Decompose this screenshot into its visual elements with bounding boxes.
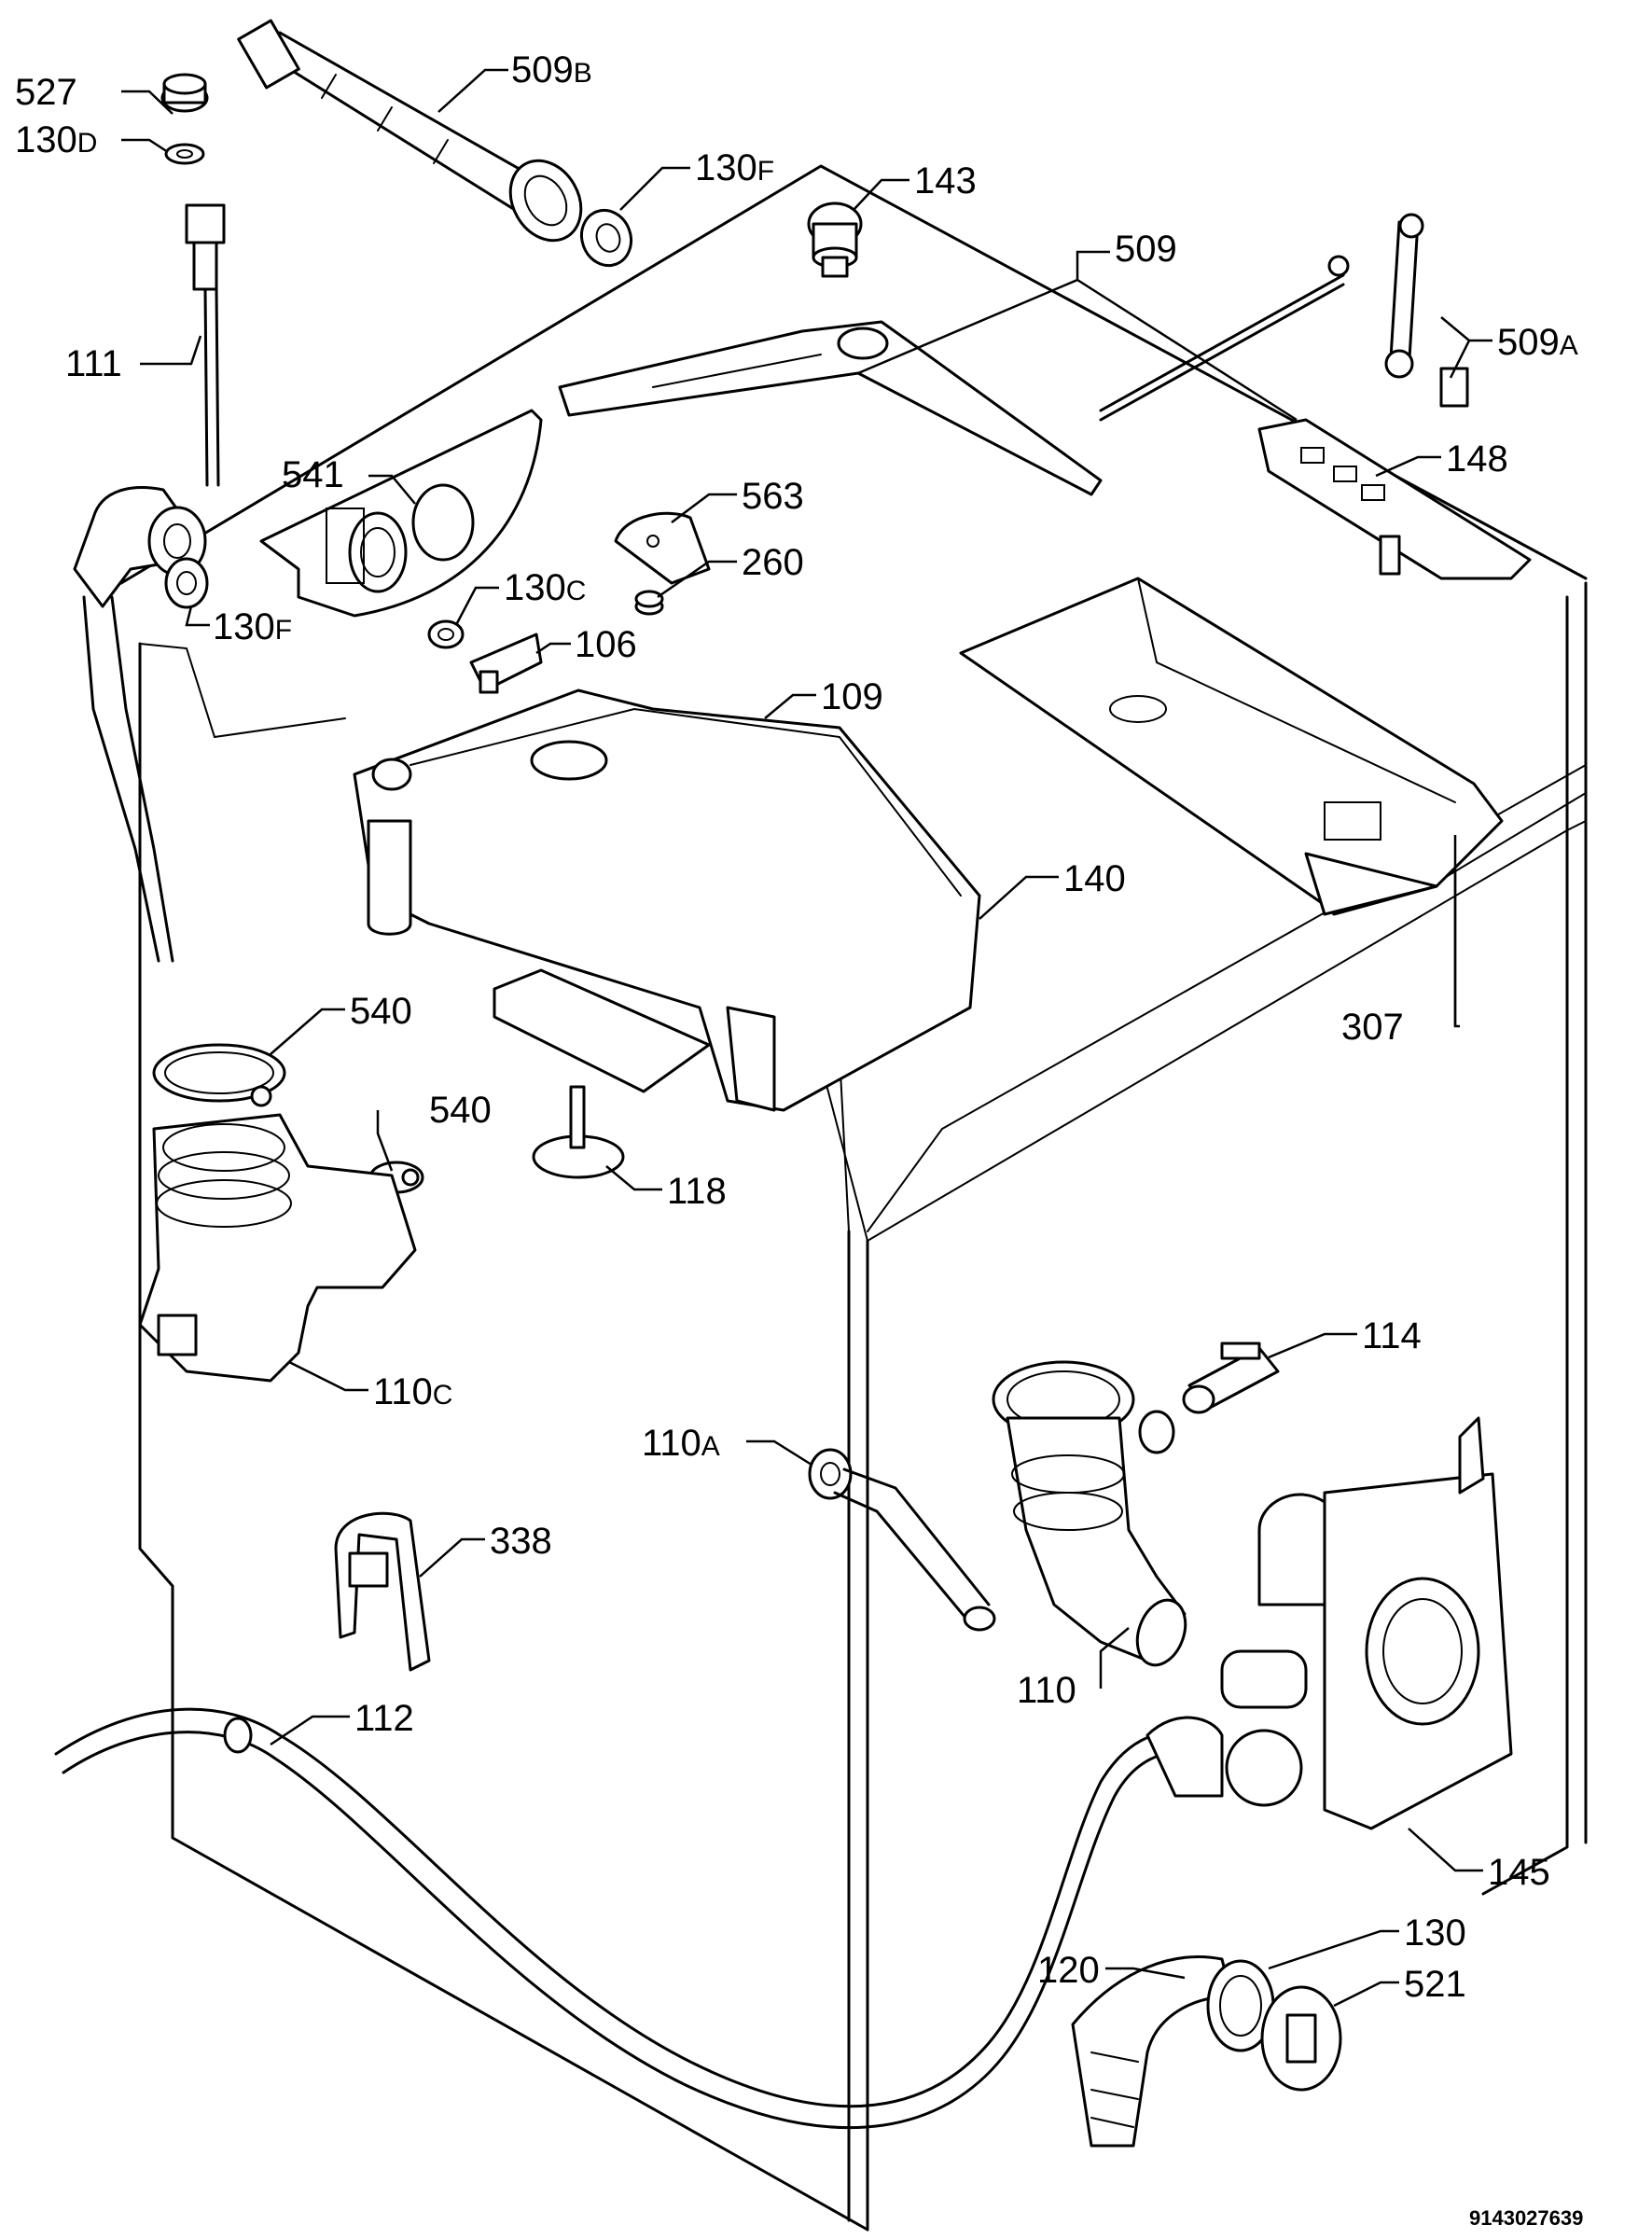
part-109-140-dispenser-housing <box>353 688 981 1112</box>
part-540-clamp-a <box>152 1043 286 1107</box>
part-563-cam <box>614 511 711 585</box>
part-110a-small-hose <box>808 1448 996 1632</box>
label-130d: 130D <box>15 119 97 160</box>
part-112-drain-hose <box>54 1707 1224 2130</box>
label-109: 109 <box>821 676 883 717</box>
label-110a: 110A <box>642 1423 720 1464</box>
part-307-drawer <box>959 577 1504 916</box>
part-110-elbow <box>992 1360 1187 1667</box>
part-118-wheel <box>532 1085 625 1179</box>
label-509a: 509A <box>1497 322 1578 363</box>
part-509a-rod-lever <box>1099 213 1469 422</box>
part-110c-sump <box>138 1113 417 1383</box>
label-563: 563 <box>742 476 804 517</box>
leader-lines <box>121 68 1492 2008</box>
label-110: 110 <box>1017 1670 1076 1711</box>
label-143: 143 <box>914 160 977 202</box>
label-106: 106 <box>575 624 637 665</box>
label-120: 120 <box>1037 1950 1100 1991</box>
part-145-pump <box>1220 1416 1513 1830</box>
part-521-cap <box>1260 1985 1342 2092</box>
label-540-b: 540 <box>429 1090 492 1131</box>
part-111-inlet-hose <box>73 203 226 963</box>
part-labels: 527 130D 509B 130F 143 509 509A 111 541 … <box>15 49 1583 2230</box>
part-509b-inlet-pipe <box>237 19 583 243</box>
label-118: 118 <box>667 1171 727 1212</box>
label-509: 509 <box>1115 229 1177 270</box>
part-260-spring <box>634 590 664 616</box>
label-540-a: 540 <box>350 991 412 1032</box>
part-148-button-bar <box>1257 418 1532 580</box>
label-111: 111 <box>65 343 122 384</box>
label-140: 140 <box>1063 858 1126 899</box>
label-112: 112 <box>354 1698 414 1739</box>
part-509-bracket <box>558 320 1103 496</box>
label-114: 114 <box>1362 1315 1422 1356</box>
part-338-hook <box>334 1511 431 1672</box>
label-145: 145 <box>1488 1852 1550 1893</box>
label-260: 260 <box>742 542 804 583</box>
part-130-seal <box>1206 1959 1275 2052</box>
label-509b: 509B <box>511 49 592 90</box>
label-527: 527 <box>15 72 77 113</box>
label-307: 307 <box>1341 1007 1404 1048</box>
part-143-knob <box>807 202 863 278</box>
label-541: 541 <box>282 454 344 495</box>
label-110c: 110C <box>373 1371 452 1412</box>
part-106-clip <box>469 633 543 694</box>
document-number: 9143027639 <box>1469 2206 1583 2230</box>
part-130d-washer <box>164 143 205 165</box>
label-148: 148 <box>1446 438 1508 480</box>
label-130: 130 <box>1404 1912 1466 1954</box>
label-521: 521 <box>1404 1964 1466 2005</box>
label-130f-left: 130F <box>213 606 292 647</box>
part-130c-coupling <box>427 619 465 649</box>
label-130c: 130C <box>504 567 586 608</box>
part-527-cap <box>160 73 209 113</box>
label-338: 338 <box>490 1521 552 1562</box>
part-541-panel <box>259 409 543 618</box>
part-114-sensor <box>1182 1342 1280 1414</box>
label-130f-top: 130F <box>695 147 774 188</box>
part-130f-ring-top <box>580 208 632 268</box>
part-130f-ring-left <box>164 557 209 609</box>
